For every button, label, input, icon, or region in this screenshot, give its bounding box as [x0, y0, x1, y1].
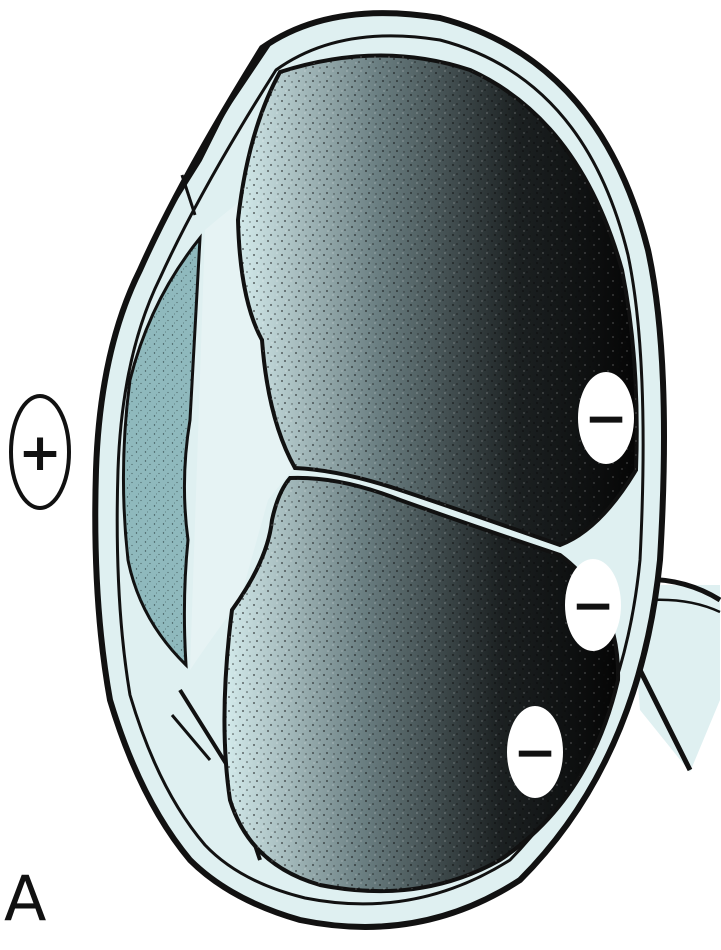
negative-charge-marker-2: −	[565, 559, 621, 651]
negative-charge-marker-1: −	[578, 372, 634, 464]
positive-charge-sign: +	[18, 423, 62, 483]
negative-charge-sign: −	[571, 576, 615, 636]
panel-label: A	[4, 868, 46, 930]
negative-charge-sign: −	[584, 389, 628, 449]
negative-charge-sign: −	[513, 723, 557, 783]
negative-charge-marker-3: −	[507, 706, 563, 798]
positive-charge-marker: +	[11, 396, 69, 508]
